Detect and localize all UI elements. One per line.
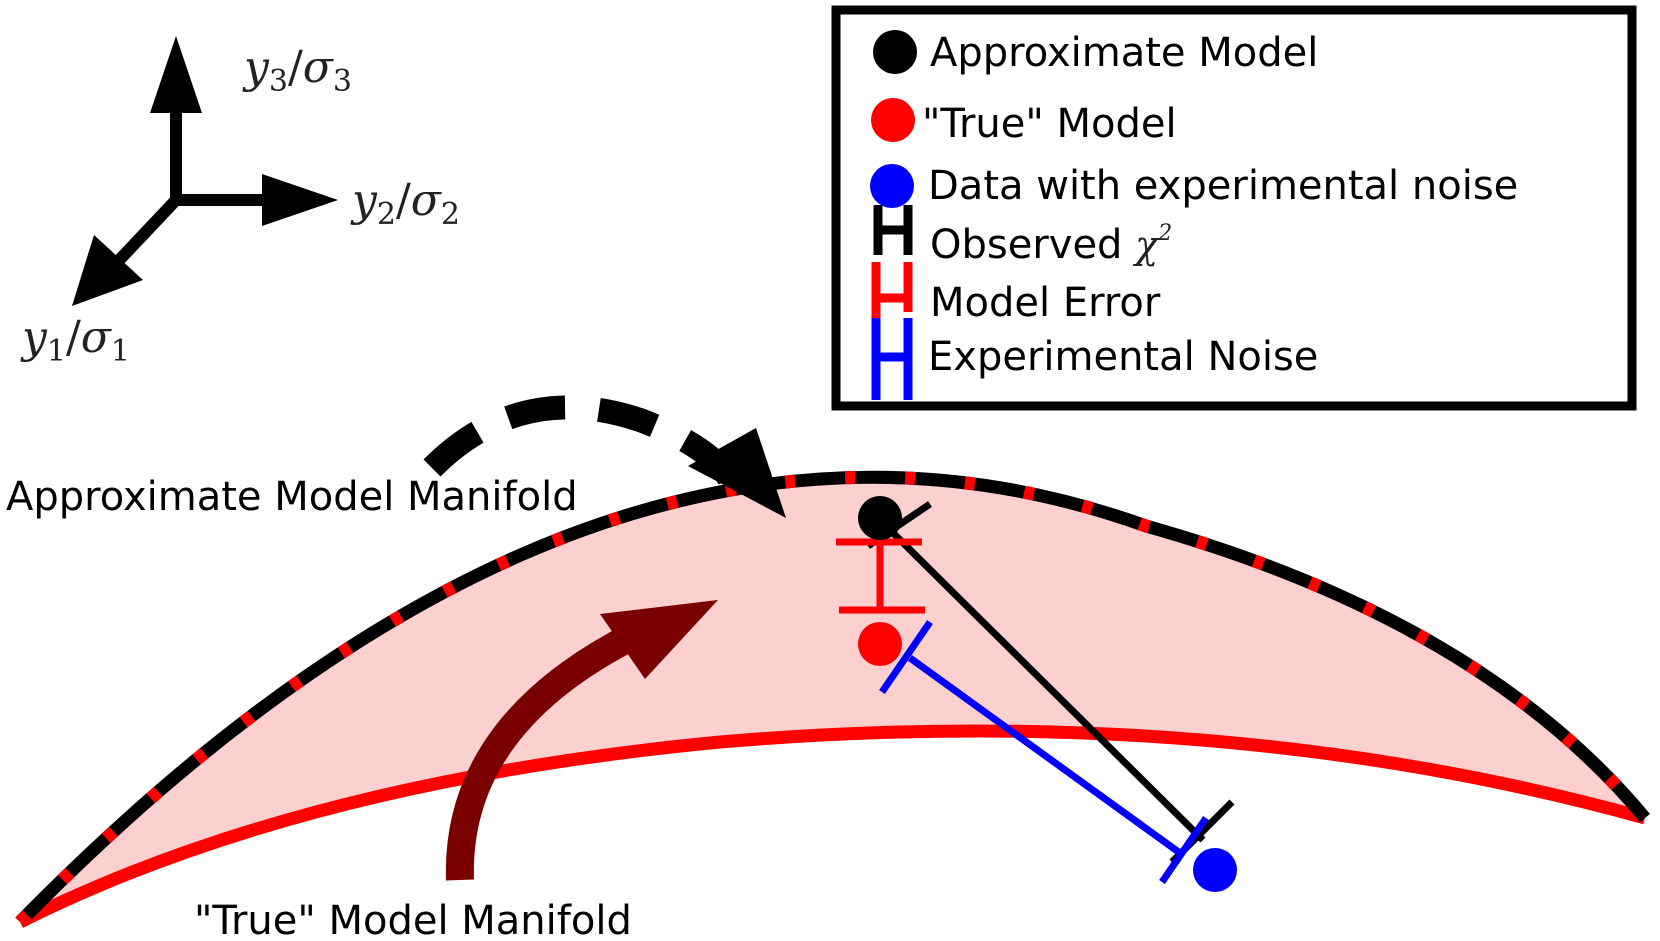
legend-blue-errorbar-icon xyxy=(871,318,913,400)
residual-lines xyxy=(836,501,1235,884)
observed-chi2-line xyxy=(877,517,1206,843)
y1-axis-label: y1/σ1 xyxy=(20,312,130,369)
manifolds xyxy=(15,470,1650,928)
legend-observed-label: Observed χ2 xyxy=(930,221,1172,268)
legend-noise-label: Experimental Noise xyxy=(928,334,1318,380)
legend-black-dot-icon xyxy=(873,30,917,74)
approximate-model-point xyxy=(858,496,902,540)
true-manifold-curved-arrow xyxy=(445,627,632,881)
y2-axis-arrowhead xyxy=(262,174,338,226)
approx-manifold-arrowhead xyxy=(688,428,786,518)
approx-manifold-label: Approximate Model Manifold xyxy=(6,474,578,520)
legend-black-errorbar-icon xyxy=(873,205,913,255)
approximate-model-manifold-curve xyxy=(15,470,1650,927)
y3-axis-arrowhead xyxy=(150,36,202,113)
y3-axis-label: y3/σ3 xyxy=(242,42,352,99)
legend: Approximate Model "True" Model Data with… xyxy=(831,5,1637,411)
y1-axis-arrowhead xyxy=(72,235,143,306)
experimental-noise-bar xyxy=(907,655,1183,856)
true-model-manifold-curve xyxy=(17,724,1647,928)
legend-approx-label: Approximate Model xyxy=(930,30,1318,76)
data-point xyxy=(1193,848,1237,892)
legend-data-label: Data with experimental noise xyxy=(928,163,1518,209)
experimental-noise-top-cap xyxy=(879,620,933,694)
y2-axis-label: y2/σ2 xyxy=(350,175,460,232)
legend-box xyxy=(831,5,1637,411)
true-model-point xyxy=(858,622,902,666)
legend-blue-dot-icon xyxy=(870,164,914,208)
legend-true-label: "True" Model xyxy=(922,101,1177,147)
experimental-noise-bottom-cap xyxy=(1159,816,1209,884)
coordinate-axes: y3/σ3 y2/σ2 y1/σ1 xyxy=(20,36,460,369)
legend-model-error-label: Model Error xyxy=(930,280,1161,326)
true-manifold-label: "True" Model Manifold xyxy=(194,898,632,941)
legend-red-dot-icon xyxy=(871,98,915,142)
manifold-region-fill xyxy=(20,477,1645,922)
true-manifold-arrowhead xyxy=(600,600,718,679)
